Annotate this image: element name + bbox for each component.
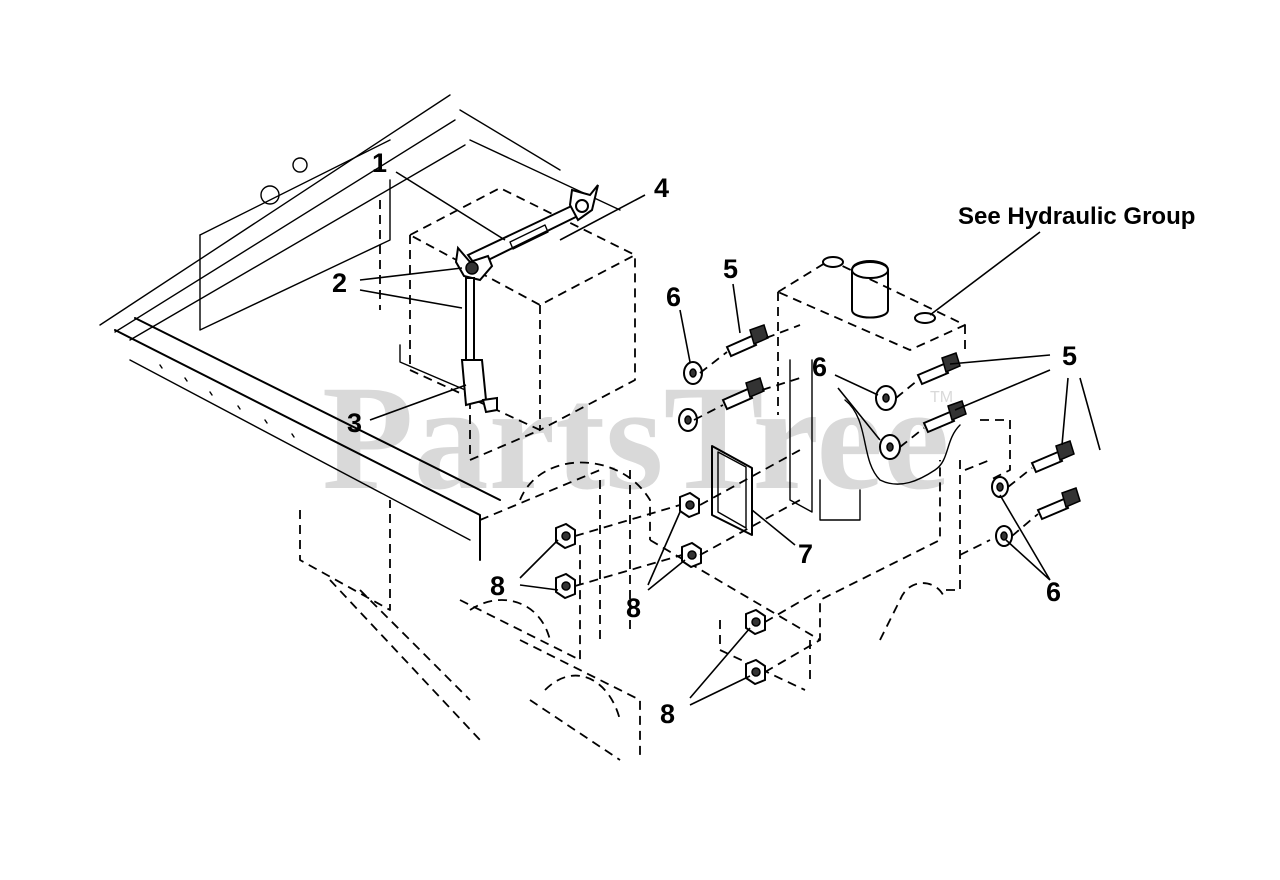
flange-nut: [555, 572, 576, 600]
callout-6: 6: [666, 282, 681, 312]
watermark-trademark: TM: [930, 389, 953, 406]
callout-5: 5: [723, 254, 738, 284]
bolt: [725, 324, 769, 358]
bolts: [721, 324, 1081, 521]
washer: [875, 385, 897, 411]
alignment-lines: [574, 324, 1039, 673]
bolt: [1030, 440, 1075, 474]
bolt: [922, 400, 967, 434]
washer: [678, 408, 698, 432]
leader-lines: [359, 171, 1101, 706]
washer: [991, 476, 1009, 498]
callout-6: 6: [812, 352, 827, 382]
callout-3: 3: [347, 408, 362, 438]
callout-8: 8: [660, 699, 675, 729]
mower-frame: [99, 94, 1011, 761]
hydraulic-reservoir: [777, 256, 966, 521]
callout-6: 6: [1046, 577, 1061, 607]
hold-down-bar: [466, 184, 599, 268]
bolt: [1036, 487, 1081, 521]
note-see-hydraulic-group: See Hydraulic Group: [958, 203, 1195, 230]
bolt: [916, 352, 961, 386]
flange-nuts: [555, 491, 766, 686]
callouts: 1 2 3 4 5 5 6 6 6 7 8 8 8 See Hydraulic …: [332, 148, 1195, 729]
flange-nut: [679, 491, 700, 519]
mounting-bracket: [711, 445, 753, 536]
callout-8: 8: [490, 571, 505, 601]
callout-2: 2: [332, 268, 347, 298]
flange-nut: [745, 608, 766, 636]
hold-down-rod: [460, 277, 498, 414]
washer: [879, 434, 901, 460]
watermark: PartsTree: [322, 355, 949, 521]
callout-8: 8: [626, 593, 641, 623]
flange-nut: [555, 522, 576, 550]
callout-4: 4: [654, 173, 669, 203]
callout-7: 7: [798, 539, 813, 569]
callout-5: 5: [1062, 341, 1077, 371]
flange-nut: [681, 541, 702, 569]
bolt: [721, 377, 765, 411]
washer: [683, 361, 703, 385]
wing-nut: [454, 245, 494, 282]
flange-nut: [745, 658, 766, 686]
callout-1: 1: [372, 148, 387, 178]
